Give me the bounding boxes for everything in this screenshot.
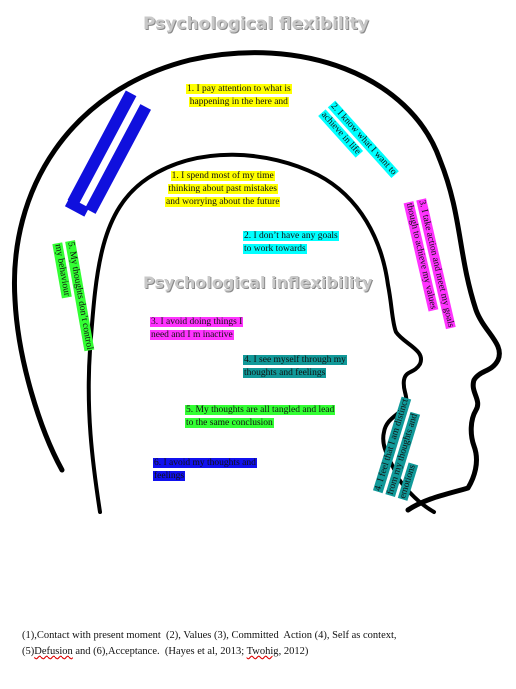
- label-no-goals: 2. I don’t have any goals to work toward…: [243, 231, 339, 254]
- label-present-moment: 1. I pay attention to what is happening …: [186, 84, 292, 107]
- outer-head-outline: [11, 50, 502, 513]
- label-past-future: 1. I spend most of my time thinking abou…: [165, 171, 281, 207]
- title-psychological-inflexibility: Psychological inflexibility: [143, 273, 373, 292]
- caption: (1),Contact with present moment (2), Val…: [22, 628, 492, 660]
- label-fusion: 5. My thoughts are all tangled and lead …: [185, 405, 336, 428]
- label-self-as-content: 4. I see myself through my thoughts and …: [243, 355, 347, 378]
- title-psychological-flexibility: Psychological flexibility: [143, 14, 369, 34]
- caption-defusion: Defusion: [34, 646, 73, 657]
- label-inaction: 3. I avoid doing things I need and I m i…: [150, 317, 244, 340]
- caption-line-2a: (5): [22, 646, 35, 657]
- caption-line-2b: and (6),Acceptance. (Hayes et al, 2013;: [72, 646, 247, 657]
- inner-head-outline: [86, 152, 436, 514]
- label-avoidance: 6. I avoid my thoughts and feelings: [153, 458, 257, 481]
- caption-line-1: (1),Contact with present moment (2), Val…: [22, 630, 397, 641]
- caption-twohig: Twohig: [246, 646, 279, 657]
- caption-line-2c: , 2012): [278, 646, 309, 657]
